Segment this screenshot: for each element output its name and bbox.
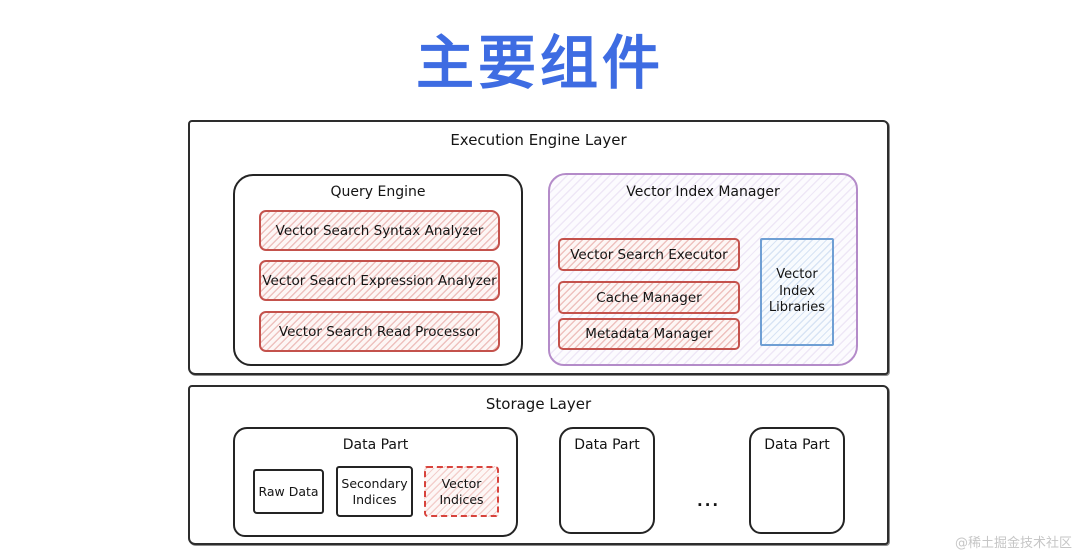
page-title: 主要组件: [415, 29, 664, 97]
ellipsis-more-data-parts: ...: [697, 492, 721, 510]
component-secondary-indices: Secondary Indices: [336, 466, 413, 517]
data-part-box-2: Data Part: [559, 427, 655, 534]
component-raw-data: Raw Data: [253, 469, 324, 514]
data-part-2-label: Data Part: [574, 437, 640, 453]
component-vector-search-read-processor: Vector Search Read Processor: [259, 311, 500, 352]
storage-layer-label: Storage Layer: [485, 395, 592, 413]
component-vector-search-executor: Vector Search Executor: [558, 238, 740, 271]
component-vector-search-syntax-analyzer: Vector Search Syntax Analyzer: [259, 210, 500, 251]
vector-index-manager-label: Vector Index Manager: [626, 184, 780, 200]
query-engine-label: Query Engine: [330, 184, 426, 200]
component-vector-indices: Vector Indices: [424, 466, 499, 517]
watermark: @稀土掘金技术社区: [954, 536, 1072, 551]
data-part-1-label: Data Part: [342, 437, 409, 453]
component-metadata-manager: Metadata Manager: [558, 318, 740, 350]
component-cache-manager: Cache Manager: [558, 281, 740, 314]
execution-engine-layer-label: Execution Engine Layer: [450, 131, 627, 149]
data-part-box-3: Data Part: [749, 427, 845, 534]
component-vector-search-expression-analyzer: Vector Search Expression Analyzer: [259, 260, 500, 301]
data-part-3-label: Data Part: [764, 437, 830, 453]
component-vector-index-libraries: Vector Index Libraries: [760, 238, 834, 346]
